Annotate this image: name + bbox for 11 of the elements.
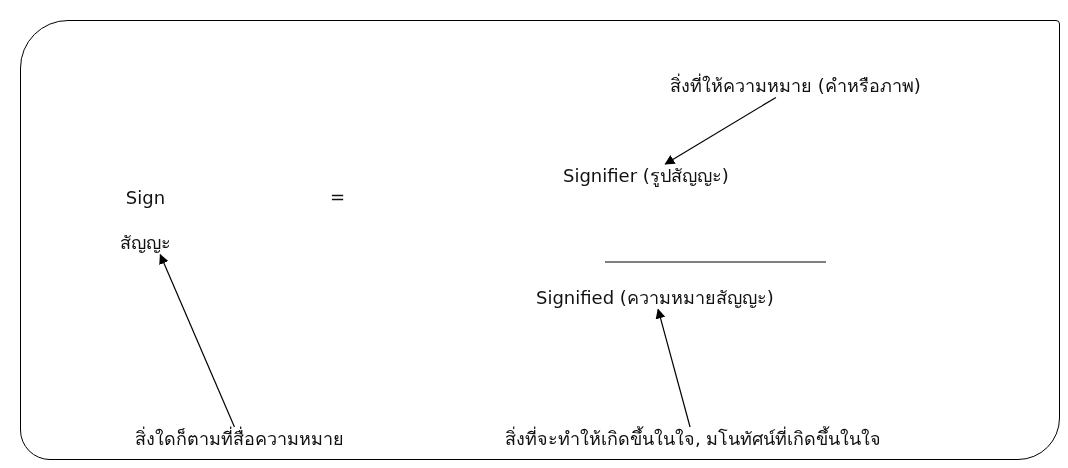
text-label: Sign: [125, 186, 166, 210]
text-label: สิ่งที่จะทำให้เกิดขึ้นในใจ, มโนทัศน์ที่เกิดขึ้นในใจ: [505, 427, 882, 451]
arrow: [159, 253, 236, 428]
arrow: [655, 308, 691, 428]
text-label: Signifier (รูปสัญญะ): [563, 164, 729, 188]
text-label: Signified (ความหมายสัญญะ): [536, 286, 774, 310]
arrow: [664, 96, 777, 165]
text-label: สัญญะ: [120, 231, 171, 255]
text-label: สิ่งที่ให้ความหมาย (คำหรือภาพ): [670, 74, 921, 98]
text-label: สิ่งใดก็ตามที่สื่อความหมาย: [135, 427, 344, 451]
equals-sign: =: [330, 186, 346, 207]
